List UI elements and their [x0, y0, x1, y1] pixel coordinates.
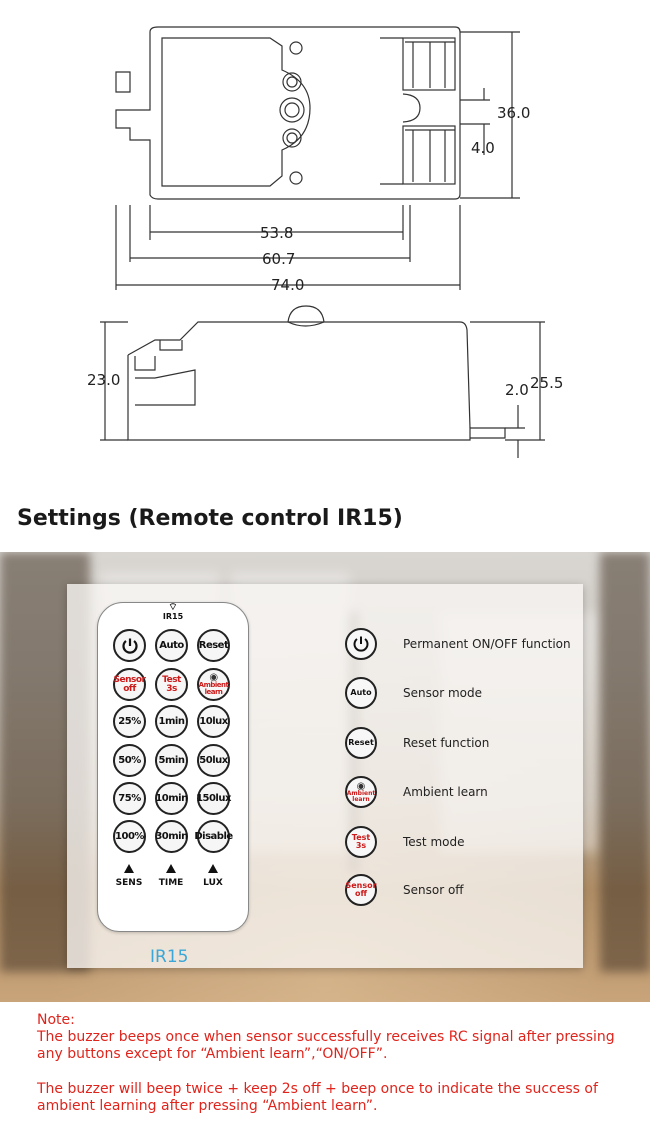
power-icon	[345, 628, 377, 660]
ambient-learn-label: Ambient learn	[198, 681, 229, 696]
legend-row-ambient: ◉ Ambient learn Ambient learn	[345, 774, 488, 810]
legend-text: Permanent ON/OFF function	[403, 637, 571, 651]
legend-text: Sensor off	[403, 883, 464, 897]
legend-text: Reset function	[403, 736, 490, 750]
legend-text: Ambient learn	[403, 785, 488, 799]
note: Note: The buzzer beeps once when sensor …	[37, 1012, 637, 1133]
dim-4: 4.0	[471, 139, 495, 157]
note-heading: Note:	[37, 1012, 75, 1028]
power-icon	[121, 638, 138, 654]
note-line-1: The buzzer beeps once when sensor succes…	[37, 1029, 615, 1062]
time-5min-button[interactable]: 5min	[155, 744, 188, 777]
sens-50-button[interactable]: 50%	[113, 744, 146, 777]
legend-text: Test mode	[403, 835, 465, 849]
eye-icon: ◉ Ambient learn	[345, 776, 377, 808]
lux-150-button[interactable]: 150lux	[196, 782, 231, 815]
sensor-off-button-icon: Sensor off	[345, 874, 377, 906]
eye-icon: ◉	[209, 672, 218, 683]
ir-label: IR15	[162, 612, 184, 621]
time-1min-button[interactable]: 1min	[155, 705, 188, 738]
reset-button-icon: Reset	[345, 727, 377, 759]
power-button[interactable]	[113, 629, 146, 662]
legend-row-reset: Reset Reset function	[345, 725, 489, 761]
dim-53-8: 53.8	[260, 224, 293, 242]
technical-drawing: 36.0 4.0 53.8 60.7 74.0 23.0 2.0 25.5	[87, 26, 563, 458]
dim-36: 36.0	[497, 104, 530, 122]
reset-button[interactable]: Reset	[197, 629, 230, 662]
dim-74: 74.0	[271, 276, 304, 294]
note-line-2: The buzzer will beep twice + keep 2s off…	[37, 1081, 598, 1114]
sensor-off-button[interactable]: Sensor off	[113, 668, 146, 701]
legend-row-auto: Auto Sensor mode	[345, 675, 482, 711]
legend-row-test: Test 3s Test mode	[345, 824, 464, 860]
legend-row-sensor-off: Sensor off Sensor off	[345, 872, 464, 908]
sens-75-button[interactable]: 75%	[113, 782, 146, 815]
auto-button[interactable]: Auto	[155, 629, 188, 662]
sens-25-button[interactable]: 25%	[113, 705, 146, 738]
sens-100-button[interactable]: 100%	[113, 820, 146, 853]
arrow-up-icon	[208, 864, 218, 873]
lux-50-button[interactable]: 50lux	[197, 744, 230, 777]
top-view-outline	[115, 26, 461, 200]
dim-60-7: 60.7	[262, 250, 295, 268]
test-button[interactable]: Test 3s	[155, 668, 188, 701]
auto-button-icon: Auto	[345, 677, 377, 709]
dim-25-5: 25.5	[530, 374, 563, 392]
time-label: TIME	[158, 878, 184, 888]
lux-10-button[interactable]: 10lux	[197, 705, 230, 738]
dim-23: 23.0	[87, 371, 120, 389]
lux-label: LUX	[203, 878, 223, 888]
ir-signal-icon: ⌔ IR15	[162, 602, 184, 622]
arrow-up-icon	[124, 864, 134, 873]
lux-disable-button[interactable]: Disable	[194, 820, 233, 853]
remote-model-label: IR15	[150, 947, 189, 967]
arrow-up-icon	[166, 864, 176, 873]
sens-label: SENS	[115, 878, 143, 888]
dim-2: 2.0	[505, 381, 529, 399]
legend-row-power: Permanent ON/OFF function	[345, 626, 571, 662]
time-30min-button[interactable]: 30min	[155, 820, 188, 853]
settings-title: Settings (Remote control IR15)	[17, 506, 403, 531]
ambient-learn-button[interactable]: ◉ Ambient learn	[197, 668, 230, 701]
time-10min-button[interactable]: 10min	[155, 782, 188, 815]
test-button-icon: Test 3s	[345, 826, 377, 858]
legend-text: Sensor mode	[403, 686, 482, 700]
